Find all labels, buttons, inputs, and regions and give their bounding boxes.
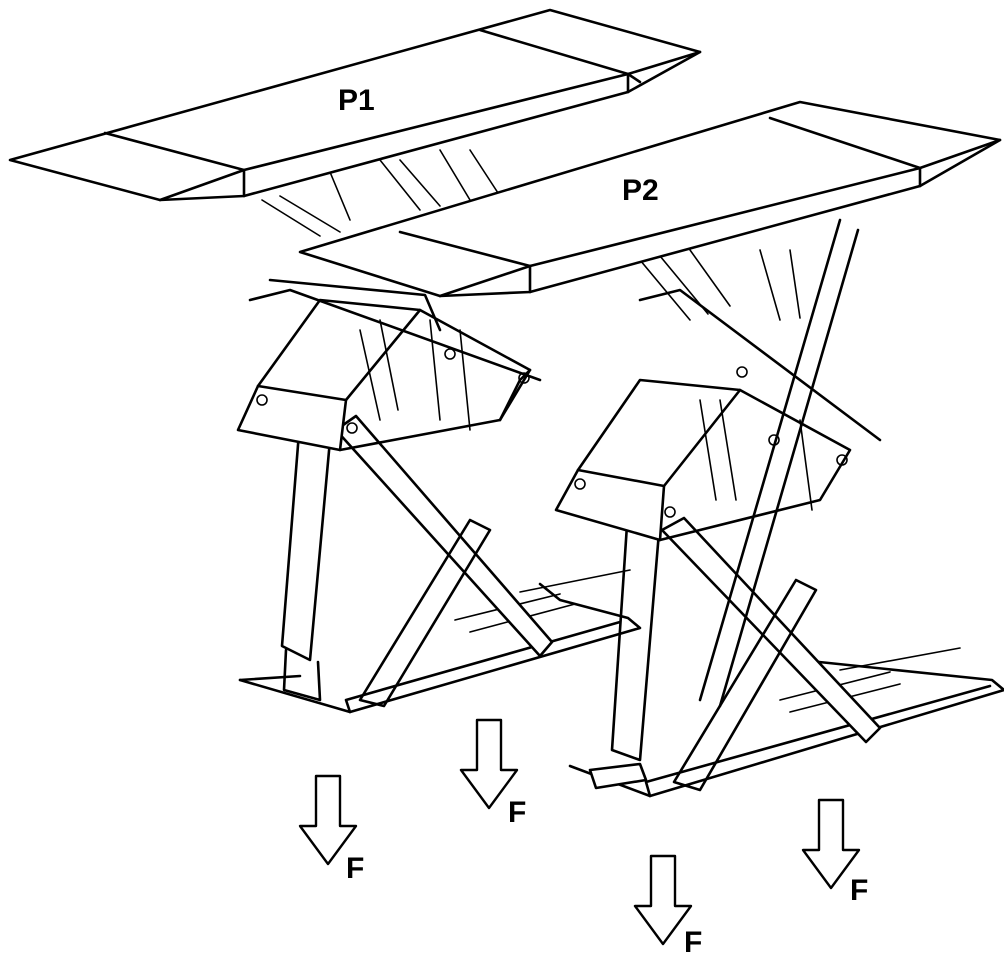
lift-p2-frame [554,218,1004,798]
force-label-2: F [508,796,526,829]
platform-p2 [298,100,1002,298]
force-label-3: F [684,926,702,956]
force-label-4: F [850,874,868,907]
force-arrow-4 [801,798,861,890]
force-arrow-3 [633,854,693,946]
platform-p1 [8,8,702,202]
platform-p1-label: P1 [338,84,375,117]
force-arrow-2 [459,718,519,810]
lift-p1-frame [236,149,642,714]
force-label-1: F [346,852,364,885]
platform-p2-label: P2 [622,174,659,207]
force-arrow-1 [298,774,358,866]
